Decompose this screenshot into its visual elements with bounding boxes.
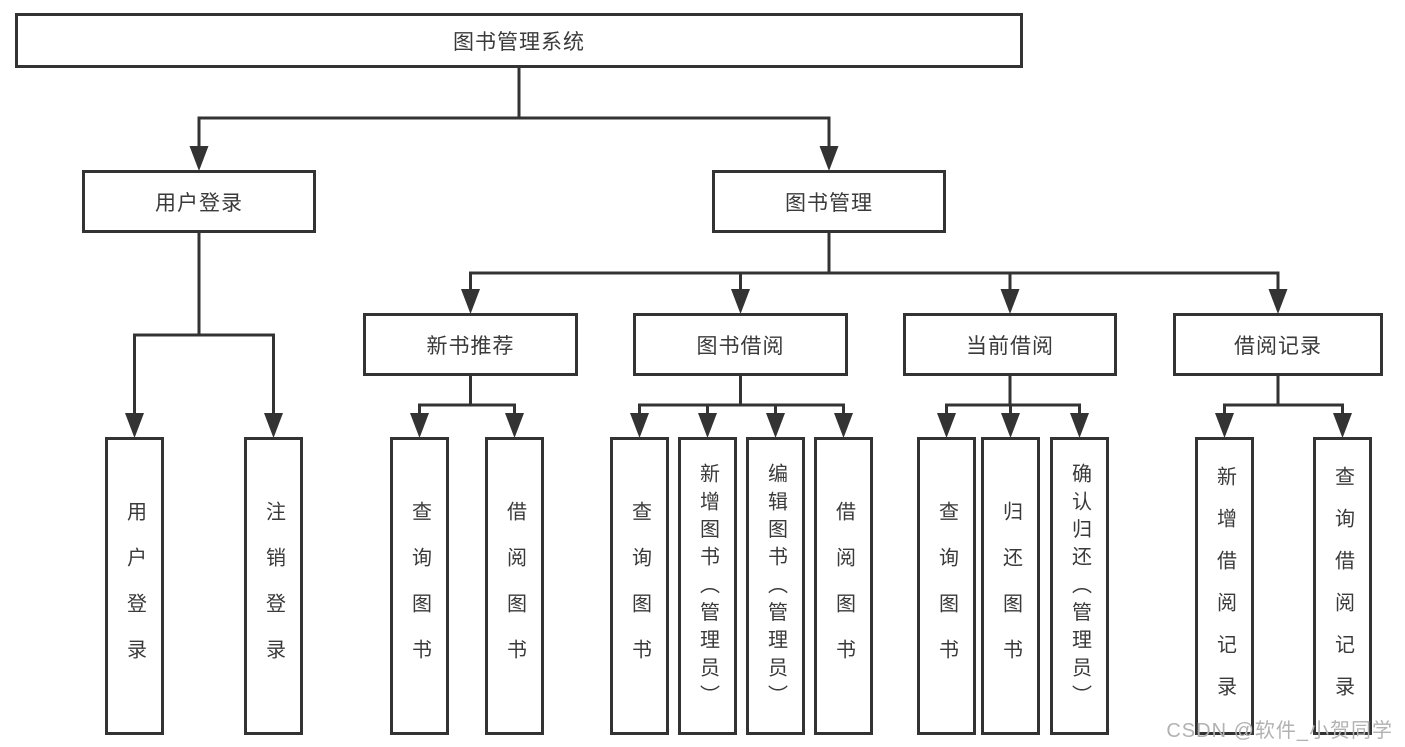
leaf-query-books-current: 查询图书	[917, 437, 976, 735]
node-new-book-recommendation: 新书推荐	[363, 313, 578, 376]
leaf-add-borrow-record: 新增借阅记录	[1195, 437, 1254, 735]
node-label: 用户登录	[123, 500, 146, 685]
leaf-query-books-newbooks: 查询图书	[390, 437, 449, 735]
node-label: 注销登录	[262, 500, 285, 685]
node-label: 新书推荐	[426, 334, 515, 358]
node-label: 归还图书	[999, 500, 1022, 685]
node-label: 用户登录	[155, 191, 243, 215]
node-label: 图书管理系统	[453, 30, 585, 54]
leaf-query-books-borrowing: 查询图书	[610, 437, 669, 735]
node-book-management-branch: 图书管理	[712, 170, 946, 233]
node-label: 当前借阅	[966, 334, 1054, 358]
node-label: 查询借阅记录	[1331, 465, 1354, 718]
leaf-edit-books-admin: 编辑图书（管理员）	[746, 437, 805, 735]
csdn-watermark: CSDN @软件_小贺同学	[1166, 720, 1393, 742]
node-label: 借阅图书	[503, 500, 526, 685]
node-borrowing-records: 借阅记录	[1173, 313, 1383, 376]
leaf-return-books: 归还图书	[981, 437, 1040, 735]
node-user-login-branch: 用户登录	[82, 170, 316, 233]
node-book-borrowing: 图书借阅	[633, 313, 848, 376]
node-label: 借阅记录	[1234, 334, 1322, 358]
leaf-query-borrow-record: 查询借阅记录	[1313, 437, 1372, 735]
node-label: 图书管理	[785, 191, 873, 215]
leaf-user-login: 用户登录	[105, 437, 164, 735]
node-library-management-system: 图书管理系统	[15, 13, 1023, 68]
node-label: 新增借阅记录	[1213, 465, 1236, 718]
node-label: 新增图书（管理员）	[696, 463, 719, 713]
node-label: 查询图书	[628, 500, 651, 685]
leaf-borrow-books-newbooks: 借阅图书	[485, 437, 544, 735]
node-label: 图书借阅	[696, 334, 785, 358]
node-label: 确认归还（管理员）	[1068, 463, 1091, 713]
node-label: 查询图书	[408, 500, 431, 685]
leaf-borrow-books-borrowing: 借阅图书	[814, 437, 873, 735]
leaf-add-books-admin: 新增图书（管理员）	[678, 437, 737, 735]
node-label: 查询图书	[935, 500, 958, 685]
node-label: 编辑图书（管理员）	[764, 463, 787, 713]
node-label: 借阅图书	[832, 500, 855, 685]
node-current-borrowing: 当前借阅	[903, 313, 1117, 376]
leaf-logout: 注销登录	[244, 437, 303, 735]
leaf-confirm-return-admin: 确认归还（管理员）	[1050, 437, 1109, 735]
